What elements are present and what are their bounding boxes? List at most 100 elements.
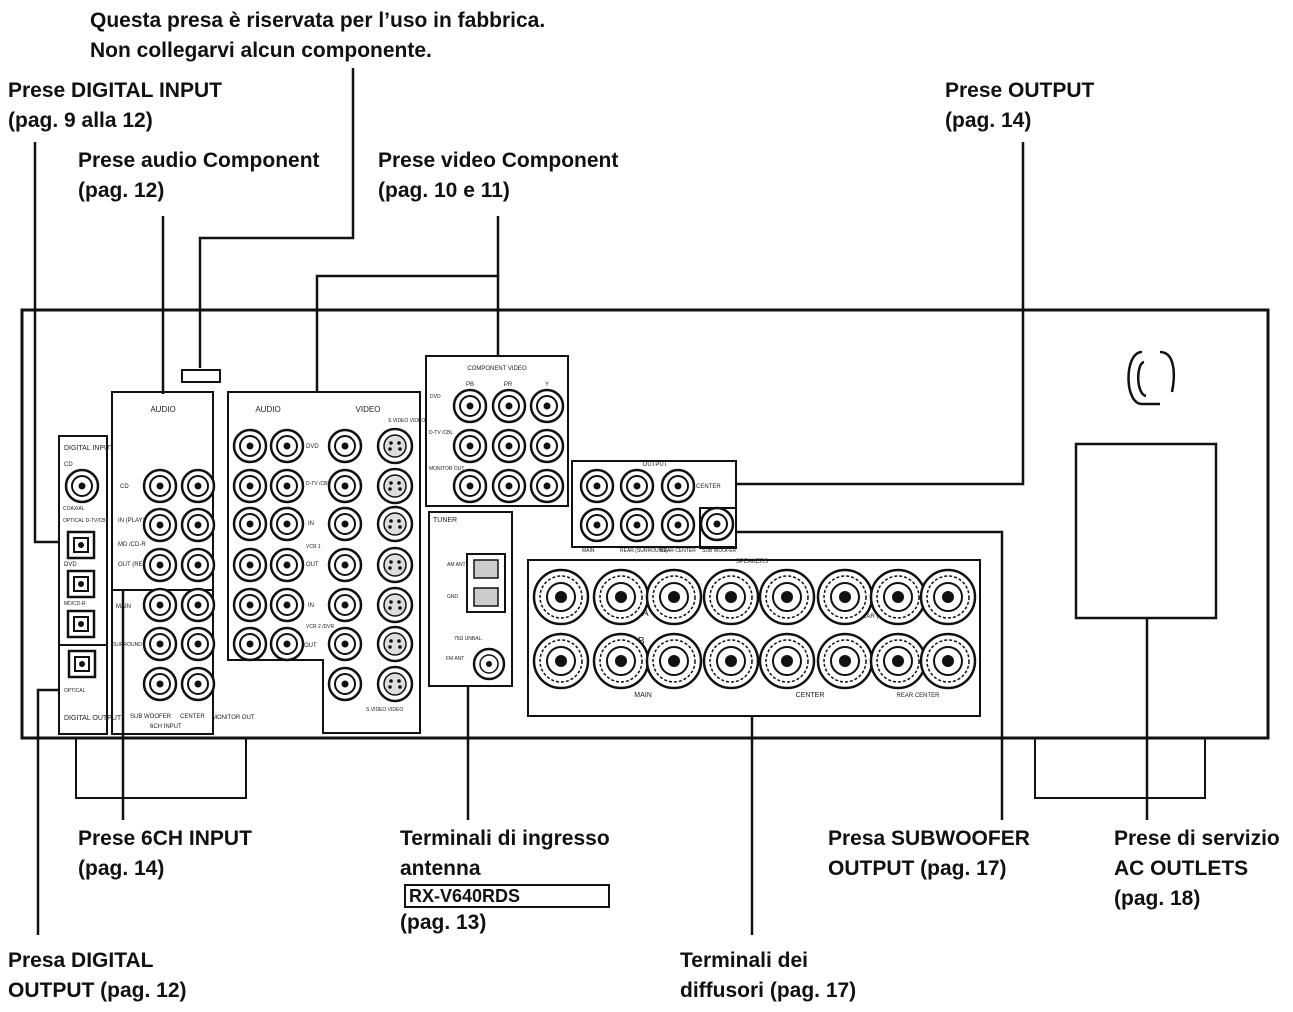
callout-antenna-word: antenna [400, 857, 481, 880]
callout-digital-input-line1: Prese DIGITAL INPUT [8, 79, 222, 102]
callout-digital-output-line1: Presa DIGITAL [8, 949, 154, 972]
audio-mdcdr-label: MD /CD-R [118, 542, 146, 548]
av-dtv-label: D-TV /CBL [306, 481, 330, 487]
six-center-label: CENTER [180, 714, 205, 720]
digital-output-label: DIGITAL OUTPUT [64, 715, 122, 722]
callout-speakers-line2: diffusori (pag. 17) [680, 979, 857, 1002]
power-cord-icon [1127, 350, 1176, 406]
model-badge: RX-V640RDS [404, 884, 610, 908]
cv-dtv-label: D-TV /CBL [429, 430, 453, 436]
av-vcr2-in-label: IN [308, 603, 314, 609]
callout-digital-output-line2: OUTPUT (pag. 12) [8, 979, 187, 1002]
output-rear-surround-label: REAR (SURROUND) [620, 548, 668, 554]
callout-ac-outlets: Prese di servizio AC OUTLETS (pag. 18) [1114, 824, 1280, 914]
callout-output-line1: Prese OUTPUT [945, 79, 1095, 102]
callout-digital-input-line2: (pag. 9 alla 12) [8, 109, 153, 132]
six-input-label: 6CH INPUT [150, 724, 182, 730]
callout-ac-outlets-line3: (pag. 18) [1114, 887, 1201, 910]
av-vcr1-label: VCR 1 [306, 544, 321, 550]
tuner-header: TUNER [433, 517, 457, 524]
speakers-main-label: MAIN [634, 692, 652, 699]
output-main-label: MAIN [582, 548, 595, 554]
callout-antenna-line1: Terminali di ingresso [400, 827, 610, 850]
callout-6ch-input: Prese 6CH INPUT (pag. 14) [78, 824, 252, 884]
receiver-feet [75, 737, 1206, 799]
av-vcr2-label: VCR 2 /DVR [306, 624, 334, 630]
speakers-header: SPEAKERS [736, 559, 768, 565]
av-vcr1-out-label: OUT [306, 562, 319, 568]
svideo-header: S VIDEO VIDEO [388, 418, 425, 424]
gnd-label: GND [447, 594, 459, 600]
speakers-rear-center-label: REAR CENTER [896, 693, 940, 699]
callout-antenna-line3: (pag. 13) [400, 911, 487, 934]
output-section: OUTPUT CENTER MAIN REAR (SURROUND) REAR … [571, 460, 737, 554]
callout-speakers-line1: Terminali dei [680, 949, 808, 972]
audio-header: AUDIO [150, 405, 175, 414]
callout-subwoofer: Presa SUBWOOFER OUTPUT (pag. 17) [828, 824, 1030, 884]
am-ant-label: AM ANT [447, 562, 466, 568]
callout-ac-outlets-line1: Prese di servizio [1114, 827, 1280, 850]
speakers-a-label: A [642, 608, 649, 619]
cv-pr-label: PR [504, 382, 513, 388]
output-center-label: CENTER [696, 484, 721, 490]
digital-dvd-label: DVD [64, 562, 77, 568]
av-vcr1-in-label: IN [308, 521, 314, 527]
digital-input-label: DIGITAL INPUT [64, 445, 114, 452]
callout-audio-component: Prese audio Component (pag. 12) [78, 146, 320, 206]
cv-dvd-label: DVD [430, 394, 441, 400]
callout-video-component-line2: (pag. 10 e 11) [378, 179, 510, 202]
callout-subwoofer-line2: OUTPUT (pag. 17) [828, 857, 1007, 880]
callout-output-line2: (pag. 14) [945, 109, 1032, 132]
digital-mdcdr-label: MD/CD-R [64, 601, 86, 607]
digital-cd-label: CD [64, 462, 73, 468]
cv-pb-label: PB [466, 382, 474, 388]
av-vcr2-out-label: OUT [304, 643, 317, 649]
cv-header: COMPONENT VIDEO [467, 366, 527, 372]
tuner-section: TUNER AM ANT GND 75Ω UNBAL. FM ANT [428, 511, 513, 687]
av-section: AUDIO VIDEO S VIDEO VIDEO MONITOR OUT DV… [212, 391, 425, 734]
speaker-terminals-section: SPEAKERS A B REAR (SURROUND) MAIN CENTER… [527, 559, 981, 717]
cv-y-label: Y [545, 382, 549, 388]
callout-audio-component-line1: Prese audio Component [78, 149, 320, 172]
callout-ac-outlets-line2: AC OUTLETS [1114, 857, 1249, 880]
fm-ant-label: FM ANT [446, 656, 464, 662]
six-sub-label: SUB WOOFER [130, 714, 172, 720]
av-video-header: VIDEO [356, 405, 381, 414]
speakers-center-label: CENTER [796, 692, 825, 699]
speakers-b-label: B [638, 636, 645, 647]
audio-inplay-label: IN (PLAY) [118, 518, 145, 524]
output-header: OUTPUT [643, 462, 668, 468]
six-surround-label: SURROUND [113, 642, 142, 648]
output-sub-label: SUB WOOFER [702, 548, 737, 554]
output-rear-center-label: REAR CENTER [660, 548, 696, 554]
av-audio-header: AUDIO [255, 405, 280, 414]
callout-digital-output: Presa DIGITAL OUTPUT (pag. 12) [8, 946, 187, 1006]
callout-6ch-input-line2: (pag. 14) [78, 857, 165, 880]
av-dvd-label: DVD [306, 444, 319, 450]
unbal-label: 75Ω UNBAL. [454, 636, 483, 642]
factory-jack [181, 369, 221, 383]
callout-digital-input: Prese DIGITAL INPUT (pag. 9 alla 12) [8, 76, 222, 136]
digital-optical-label: OPTICAL [64, 688, 86, 694]
audio-outrec-label: OUT (REC) [118, 562, 149, 568]
callout-audio-component-line2: (pag. 12) [78, 179, 165, 202]
coaxial-label: COAXIAL [63, 506, 85, 512]
callout-factory-line2: Non collegarvi alcun componente. [90, 39, 432, 62]
digital-io-section: DIGITAL INPUT CD COAXIAL OPTICAL D-TV/CB… [58, 435, 122, 735]
callout-video-component-line1: Prese video Component [378, 149, 619, 172]
callout-subwoofer-line1: Presa SUBWOOFER [828, 827, 1030, 850]
callout-factory-line1: Questa presa è riservata per l’uso in fa… [90, 9, 546, 32]
audio-cd-label: CD [120, 484, 129, 490]
callout-speakers: Terminali dei diffusori (pag. 17) [680, 946, 856, 1006]
callout-output: Prese OUTPUT (pag. 14) [945, 76, 1094, 136]
leader-lines [33, 68, 1149, 935]
callout-6ch-input-line1: Prese 6CH INPUT [78, 827, 252, 850]
ac-outlets-panel [1074, 442, 1218, 620]
callout-factory: Questa presa è riservata per l’uso in fa… [90, 6, 545, 66]
optical-dtv-label: OPTICAL D-TV/CBL [63, 518, 109, 524]
cv-monitor-label: MONITOR OUT [429, 466, 464, 472]
callout-video-component: Prese video Component (pag. 10 e 11) [378, 146, 618, 206]
svideo-footer: S VIDEO VIDEO [366, 707, 403, 713]
